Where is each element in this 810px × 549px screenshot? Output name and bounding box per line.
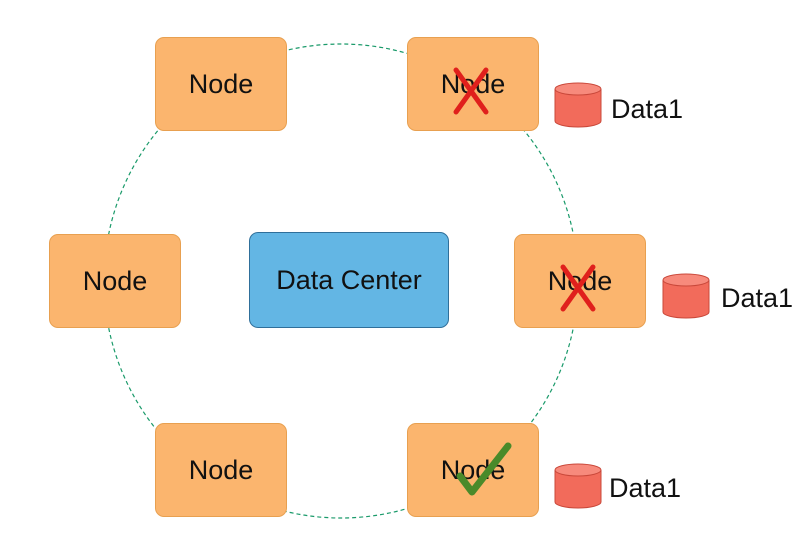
node-label: Node (188, 68, 254, 99)
node-label: Node (547, 265, 613, 296)
node-label: Node (188, 454, 254, 485)
node-bottom-right: Node (407, 423, 539, 517)
data-center-label: Data Center (276, 264, 422, 295)
node-middle-left: Node (49, 234, 181, 328)
database-icon (662, 273, 710, 319)
node-label: Node (440, 68, 506, 99)
node-label: Node (440, 454, 506, 485)
node-bottom-left: Node (155, 423, 287, 517)
replica-label: Data1 (611, 94, 684, 124)
replica-label: Data1 (721, 283, 794, 313)
node-middle-right: Node (514, 234, 646, 328)
node-label: Node (82, 265, 148, 296)
database-icon (554, 463, 602, 509)
database-icon (554, 82, 602, 128)
data-center: Data Center (249, 232, 449, 328)
replica-label: Data1 (609, 473, 682, 503)
node-top-left: Node (155, 37, 287, 131)
node-top-right: Node (407, 37, 539, 131)
